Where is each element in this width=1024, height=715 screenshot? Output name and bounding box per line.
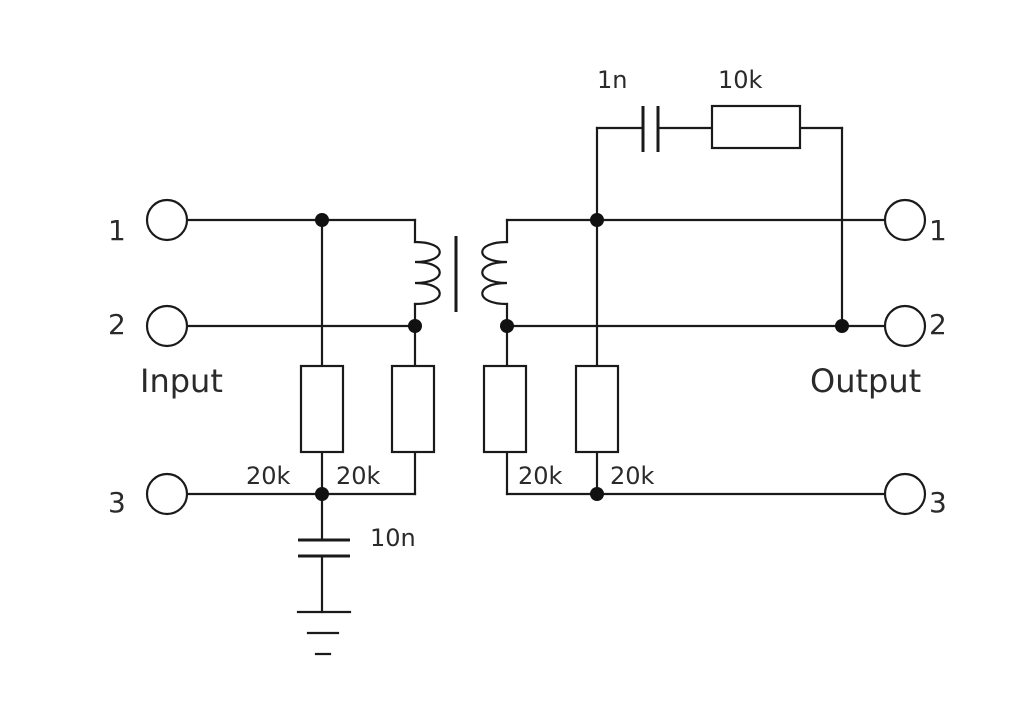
junctions [315,213,849,501]
ground-icon [296,610,352,656]
output-terminal-3 [883,472,927,516]
input-pin-3-label: 3 [108,486,126,519]
capacitor-ground [298,538,350,558]
input-terminal-3 [145,472,189,516]
resistor-output-1-3-value: 20k [610,462,655,490]
output-terminal-1 [883,198,927,242]
input-terminal-2 [145,304,189,348]
junction-dot [590,213,604,227]
input-terminal-1 [145,198,189,242]
resistor-output-2-3-value: 20k [518,462,563,490]
output-pin-3-label: 3 [929,486,947,519]
junction-dot [315,487,329,501]
resistor-output-2-3 [482,364,528,454]
capacitor-feedback [641,106,660,152]
junction-dot [835,319,849,333]
junction-dot [408,319,422,333]
resistor-input-2-3-value: 20k [336,462,381,490]
input-pin-1-label: 1 [108,214,126,247]
junction-dot [500,319,514,333]
capacitor-ground-value: 10n [370,524,416,552]
primary-coil [413,240,441,306]
transformer [413,236,509,312]
resistor-input-2-3 [390,364,436,454]
wires [186,126,886,614]
resistor-input-1-3 [299,364,345,454]
output-label: Output [810,362,921,400]
capacitor-feedback-value: 1n [597,66,627,94]
resistor-feedback-value: 10k [718,66,763,94]
resistor-feedback [710,104,802,150]
resistor-output-1-3 [574,364,620,454]
input-pin-2-label: 2 [108,308,126,341]
input-label: Input [140,362,223,400]
junction-dot [590,487,604,501]
junction-dot [315,213,329,227]
secondary-coil [481,240,509,306]
resistor-input-1-3-value: 20k [246,462,291,490]
output-pin-1-label: 1 [929,214,947,247]
output-pin-2-label: 2 [929,308,947,341]
output-terminal-2 [883,304,927,348]
